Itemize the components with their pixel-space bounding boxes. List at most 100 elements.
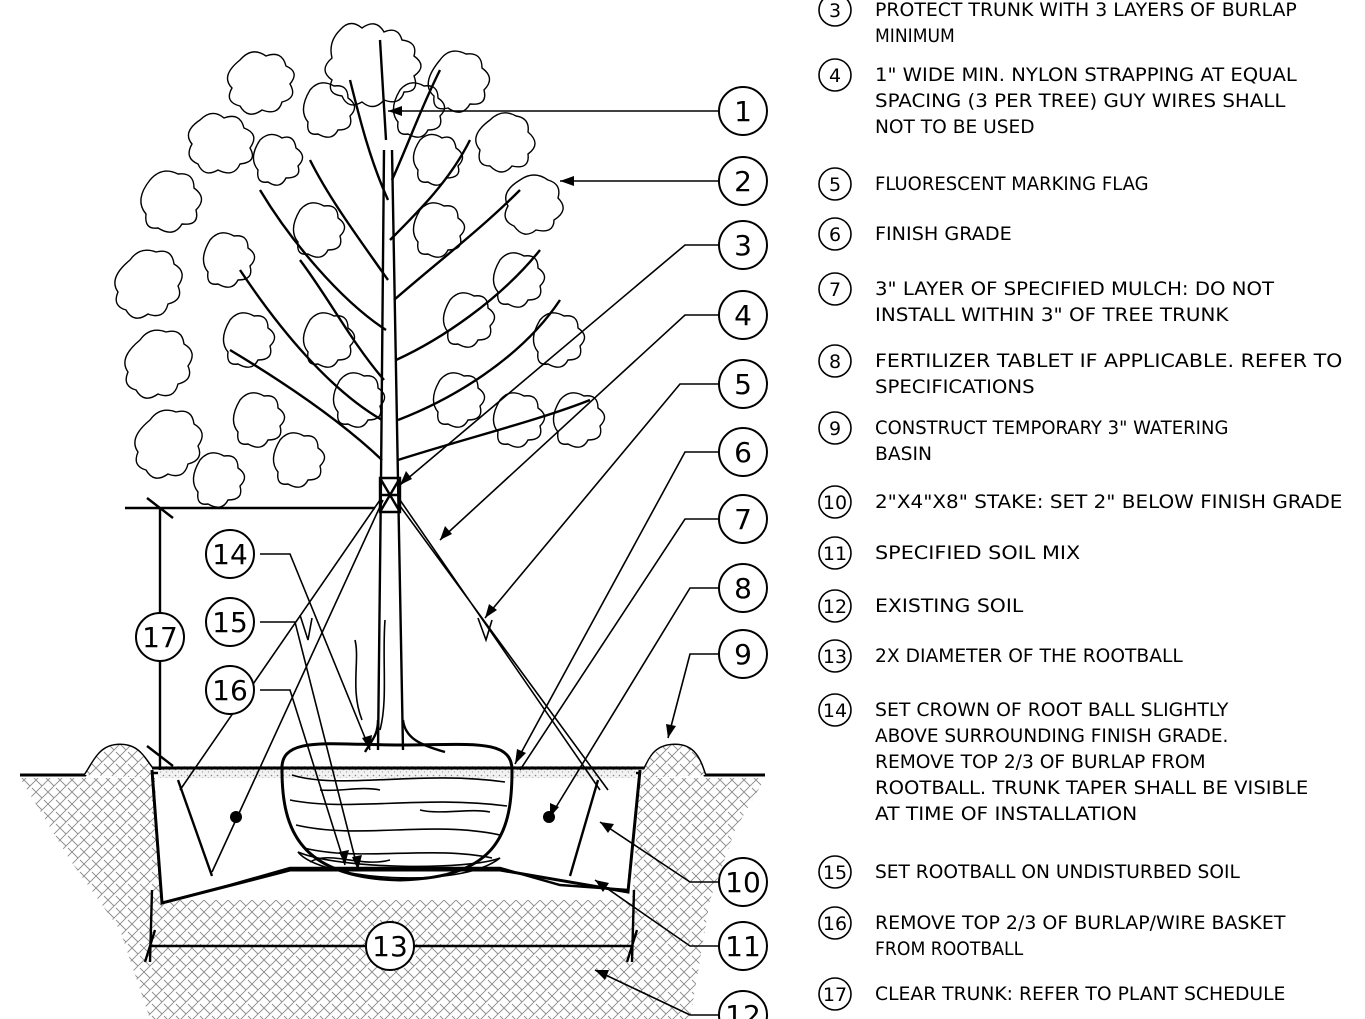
callout-11: 11 [718,921,768,971]
note-text-line: 2X DIAMETER OF THE ROOTBALL [875,645,1183,667]
note-number-circle [818,977,852,1011]
callout-number: 8 [734,572,752,605]
callout-number: 2 [734,165,752,198]
note-number-circle [818,639,852,673]
note-text-line: FROM ROOTBALL [875,938,1024,960]
note-text-line: EXISTING SOIL [875,595,1024,617]
callout-number: 16 [212,674,248,707]
branches [229,39,591,462]
callout-number: 14 [212,538,248,571]
note-number: 5 [829,174,841,196]
note-number-circle [818,0,852,27]
callout-circle [718,427,768,477]
callout-circle [718,857,768,907]
note-number: 12 [823,596,847,618]
note-number-circle [818,906,852,940]
callout-number: 11 [725,930,761,963]
note-number: 14 [823,700,847,722]
callout-number: 15 [212,606,248,639]
callout-circle [718,563,768,613]
callout-number: 3 [734,229,752,262]
note-item: 3 PROTECT TRUNK WITH 3 LAYERS OF BURLAP MI… [818,0,1297,47]
note-item: 9 CONSTRUCT TEMPORARY 3" WATERING BASIN [818,411,1228,465]
note-text-line: FLUORESCENT MARKING FLAG [875,173,1149,195]
note-number-circle [818,485,852,519]
note-text-line: PROTECT TRUNK WITH 3 LAYERS OF BURLAP [875,0,1297,21]
note-number: 13 [823,646,847,668]
pit-wall [150,769,642,905]
callout-circle [718,359,768,409]
note-number-circle [818,411,852,445]
watering-basin-right [640,745,705,778]
note-text-line: FERTILIZER TABLET IF APPLICABLE. REFER T… [875,350,1342,372]
callout-number: 10 [725,866,761,899]
trunk-burlap [378,476,402,514]
note-number-circle [818,536,852,570]
callout-number: 7 [734,503,752,536]
callout-1: 1 [718,86,768,136]
callout-number: 1 [734,95,752,128]
note-number: 7 [829,279,841,301]
callout-number: 6 [734,436,752,469]
callout-10: 10 [718,857,768,907]
callout-17: 17 [135,612,185,662]
note-number: 10 [823,492,847,514]
rootball [280,742,514,882]
callout-circle [205,529,255,579]
note-text-line: 3" LAYER OF SPECIFIED MULCH: DO NOT [875,278,1274,300]
callout-13: 13 [365,921,415,971]
callout-8: 8 [718,563,768,613]
callout-circle [718,494,768,544]
note-number-circle [818,855,852,889]
root-lines [354,619,386,731]
note-number-circle [818,272,852,306]
note-text-line: MINIMUM [875,25,955,47]
note-item: 7 3" LAYER OF SPECIFIED MULCH: DO NOT INST… [818,272,1274,326]
callout-circle [718,156,768,206]
burlap-lines [289,774,508,863]
leader-lines [260,110,720,1016]
callout-4: 4 [718,290,768,340]
marking-flag-left [299,614,313,641]
callout-9: 9 [718,629,768,679]
callout-number: 9 [734,638,752,671]
note-number-circle [818,589,852,623]
callout-2: 2 [718,156,768,206]
strap-right [399,499,609,791]
callout-number: 4 [734,299,752,332]
note-text-line: BASIN [875,443,932,465]
note-text-line: CONSTRUCT TEMPORARY 3" WATERING [875,417,1228,439]
callout-15: 15 [205,597,255,647]
note-number: 17 [823,984,847,1006]
callout-6: 6 [718,427,768,477]
note-number: 4 [829,65,841,87]
note-number: 3 [829,0,841,22]
callout-circle [365,921,415,971]
note-text-line: FINISH GRADE [875,223,1012,245]
callout-circle [718,921,768,971]
stake-left [176,779,214,877]
callout-7: 7 [718,494,768,544]
callout-number: 12 [725,999,761,1019]
note-text-line: 1" WIDE MIN. NYLON STRAPPING AT EQUAL [875,64,1297,86]
note-text-line: SET CROWN OF ROOT BALL SLIGHTLY [875,699,1229,721]
callout-circle [718,220,768,270]
note-text-line: AT TIME OF INSTALLATION [875,803,1137,825]
note-text-line: ROOTBALL. TRUNK TAPER SHALL BE VISIBLE [875,777,1308,799]
soil-mix-fill [150,771,642,905]
callout-circle [718,86,768,136]
note-number: 9 [829,418,841,440]
callout-circle [135,612,185,662]
note-text-line: INSTALL WITHIN 3" OF TREE TRUNK [875,304,1229,326]
note-text-line: NOT TO BE USED [875,116,1035,138]
stake-right [568,779,600,877]
callout-14: 14 [205,529,255,579]
callout-circle [205,597,255,647]
watering-basin-left [85,745,152,778]
